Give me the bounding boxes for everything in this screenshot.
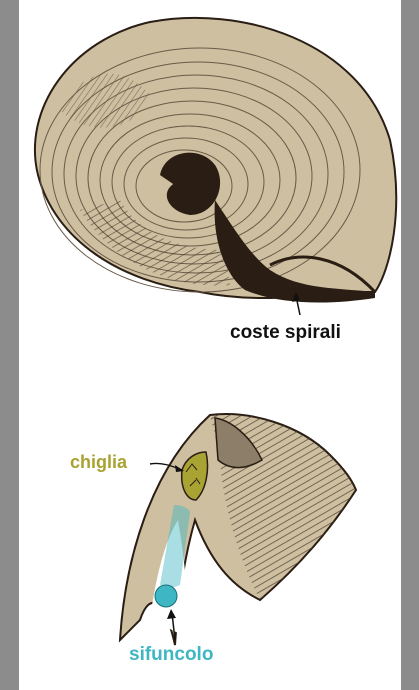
chiglia-label: chiglia: [70, 452, 127, 473]
shell-cross-section: [120, 414, 356, 645]
sifuncolo-label: sifuncolo: [129, 644, 213, 666]
ammonite-shell: [35, 18, 396, 303]
coste-spirali-label: coste spirali: [230, 322, 341, 344]
